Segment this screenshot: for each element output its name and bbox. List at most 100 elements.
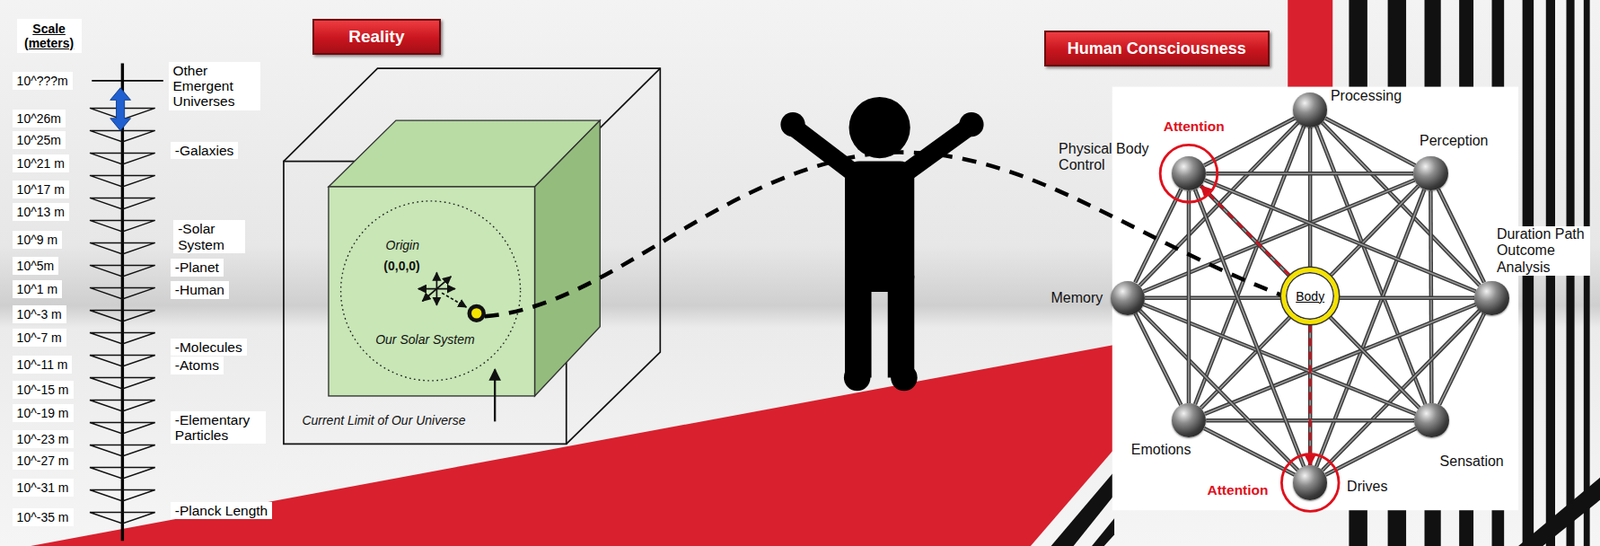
figure-leg (844, 275, 872, 379)
figure-torso (844, 161, 915, 292)
red-floor-band (30, 344, 1115, 546)
link-core (1143, 180, 1416, 292)
scale-value: 10^21 m (12, 154, 70, 173)
network-node: Sensation (1414, 403, 1450, 439)
figure-hand (780, 112, 805, 137)
scale-value: 10^-15 m (12, 380, 74, 399)
dashed-link (484, 152, 1284, 317)
node-label: Body (1295, 289, 1325, 304)
network-link (1205, 173, 1414, 175)
double-arrow (110, 87, 132, 132)
link-core (1134, 313, 1181, 405)
attention-ring (1281, 454, 1339, 512)
scale-tick (89, 130, 156, 142)
network-node: Memory (1110, 281, 1146, 317)
scale-value: 10^???m (12, 71, 73, 90)
network-link (1204, 180, 1477, 292)
link-core (1438, 189, 1485, 283)
scale-value: 10^25m (12, 131, 66, 150)
attention-label: Attention (1163, 118, 1225, 135)
scale-tick (89, 466, 156, 479)
box-edge (283, 161, 567, 445)
network-link (1143, 180, 1416, 292)
figure-head (849, 96, 911, 159)
node-label: Physical Body Control (1058, 140, 1152, 175)
network-link (1134, 189, 1181, 283)
figure-leg (887, 275, 915, 379)
attention-link (1309, 324, 1311, 466)
figure-foot (843, 364, 871, 392)
scale-tick (89, 399, 156, 412)
scale-tick (89, 332, 156, 344)
network-node: Duration Path Outcome Analysis (1474, 281, 1510, 317)
node-label: Processing (1330, 87, 1402, 105)
network-link (1325, 428, 1416, 475)
node-label: Memory (1051, 290, 1104, 307)
scale-tick (89, 197, 156, 210)
scale-axis (121, 62, 124, 541)
network-link (1201, 185, 1420, 408)
title-text: Reality (348, 26, 405, 47)
scale-level-label: -Planck Length (170, 501, 273, 519)
scale-value: 10^17 m (12, 180, 70, 199)
body-hub: Body (1281, 267, 1339, 326)
scale-tick (89, 309, 156, 322)
solar-system-dot (471, 307, 482, 318)
network-node: Drives (1292, 465, 1328, 501)
network-node: Perception (1413, 156, 1449, 192)
node-label: Emotions (1131, 441, 1192, 458)
link-core (1187, 190, 1190, 403)
scale-value: 10^-7 m (12, 328, 67, 347)
attention-line (1309, 324, 1312, 466)
network-node: Processing (1292, 92, 1328, 128)
scale-level-label: -Atoms (170, 356, 224, 374)
scale-tick (89, 175, 156, 187)
origin-axes (418, 272, 456, 305)
scale-tick (89, 489, 156, 502)
cube-callout: Our Solar System (375, 332, 475, 347)
figure-foot (890, 364, 918, 392)
scale-ticks (89, 107, 156, 524)
dotted-circle (341, 201, 521, 381)
cube-front (328, 186, 536, 396)
scale-tick (89, 219, 156, 232)
scale-value: 10^-23 m (12, 430, 74, 449)
link-outline (1201, 185, 1420, 408)
scale-tick (89, 511, 156, 524)
scale-level-label: -Molecules (170, 338, 247, 356)
node-label: Drives (1346, 478, 1388, 495)
attention-line (1201, 185, 1291, 276)
link-outline (1143, 304, 1416, 414)
link-outline (1186, 190, 1192, 403)
link-core (1143, 304, 1416, 414)
node-label: Sensation (1440, 453, 1504, 470)
attention-ring (1160, 144, 1218, 203)
link-core (1204, 180, 1477, 292)
link-outline (1134, 313, 1181, 405)
link-outline (1134, 189, 1181, 283)
attention-label: Attention (1207, 482, 1269, 499)
title-box: Human Consciousness (1044, 30, 1270, 68)
scale-tick (89, 444, 156, 457)
scale-level-label: -Solar System (173, 219, 246, 254)
network-link (1438, 189, 1485, 283)
cube-callout: Origin (386, 237, 420, 253)
scale-value: 10^-11 m (12, 355, 73, 374)
scale-value: 10^-27 m (12, 451, 74, 470)
network-link (1143, 304, 1416, 414)
scale-value: 10^-19 m (12, 404, 74, 422)
scale-value: 10^-31 m (12, 478, 74, 497)
scale-level-label: -Planet (170, 258, 224, 276)
link-core (1325, 428, 1416, 475)
scale-value: 10^-3 m (12, 305, 67, 324)
floor-stripe (1518, 477, 1600, 546)
node-label: Duration Path Outcome Analysis (1494, 226, 1591, 276)
link-core (1195, 189, 1304, 466)
scale-tick (89, 242, 156, 255)
scale-tick (89, 354, 156, 367)
link-outline (1195, 189, 1304, 466)
cube-side (535, 120, 601, 396)
link-core (1205, 172, 1414, 175)
